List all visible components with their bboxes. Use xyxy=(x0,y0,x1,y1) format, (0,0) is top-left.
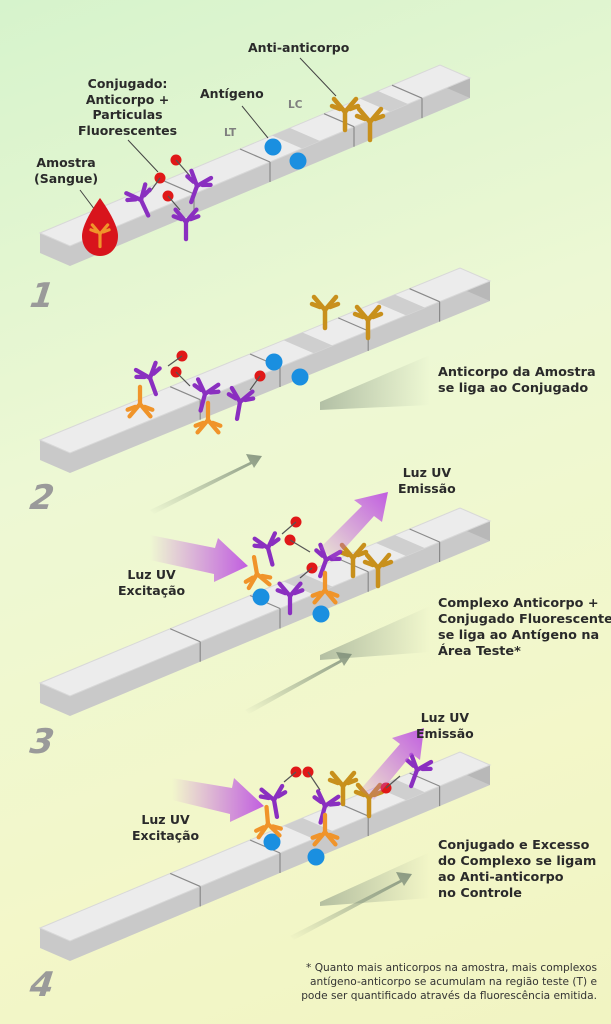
conjugate-antibody xyxy=(171,207,201,242)
uv-emission-label-4: Luz UV Emissão xyxy=(416,710,474,741)
conjugate-antibody xyxy=(226,385,256,421)
sample-antibody xyxy=(193,400,223,435)
antigen xyxy=(265,353,283,371)
conjugate-antibody xyxy=(312,789,341,825)
antigen xyxy=(291,368,309,386)
anti-antibody xyxy=(309,294,341,331)
caption-shadow xyxy=(320,852,430,906)
particle-linker xyxy=(249,375,261,391)
uv-excitation-label-4: Luz UV Excitação xyxy=(132,812,200,843)
strip-divider xyxy=(169,872,201,887)
particle-linker xyxy=(281,521,297,535)
control-line-band xyxy=(360,91,408,112)
strip-divider xyxy=(409,528,440,543)
conjugate-antibody xyxy=(185,168,214,205)
strip-divider xyxy=(239,148,271,163)
conjugado-leader xyxy=(127,139,159,173)
test-line-band xyxy=(283,573,333,595)
antigen xyxy=(263,833,281,851)
anti-antibody xyxy=(362,552,394,589)
particle-linker xyxy=(289,539,311,553)
antigen xyxy=(307,848,325,866)
test-line-band xyxy=(272,128,320,149)
antigen xyxy=(252,588,270,606)
conjugate-antibody xyxy=(405,752,434,789)
caption-shadow xyxy=(320,355,430,410)
footnote: * Quanto mais anticorpos na amostra, mai… xyxy=(301,962,597,1002)
antigeno-label: Antígeno xyxy=(200,86,264,101)
uv-emission-arrow xyxy=(360,728,424,800)
strip-divider xyxy=(169,386,201,401)
particle-linker xyxy=(307,771,321,791)
test-line-band xyxy=(283,332,333,354)
anti-antibody xyxy=(352,304,384,341)
antigen xyxy=(289,152,307,170)
conjugate-antibody xyxy=(275,581,305,616)
antigeno-leader xyxy=(241,105,269,139)
strip-divider xyxy=(169,628,201,643)
particle-linker xyxy=(167,355,183,367)
strip-divider xyxy=(337,317,369,332)
anti-antibody xyxy=(354,106,386,143)
particle-linker xyxy=(283,771,297,783)
conjugate-antibody xyxy=(258,783,288,819)
flow-arrow xyxy=(290,872,412,940)
strip-divider xyxy=(163,180,195,195)
uv-excitation-arrow xyxy=(150,535,248,582)
particle-linker xyxy=(175,371,191,387)
caption-shadow xyxy=(320,606,430,660)
lc-label: LC xyxy=(288,99,303,111)
uv-excitation-arrow xyxy=(172,778,264,822)
particle-linker xyxy=(175,159,191,177)
strip-divider xyxy=(323,113,355,128)
sample-antibody xyxy=(243,555,273,591)
particle-linker xyxy=(385,775,401,789)
control-line-band xyxy=(376,535,425,556)
strip-side xyxy=(40,765,490,961)
conjugate-antibody xyxy=(192,377,221,413)
sample-antibody xyxy=(310,570,340,605)
antigen xyxy=(264,138,282,156)
anti-antibody xyxy=(327,770,359,807)
flow-arrow xyxy=(245,652,352,714)
anti-antibody xyxy=(329,96,361,133)
amostra-label: Amostra (Sangue) xyxy=(34,155,99,186)
flow-arrow xyxy=(150,454,262,514)
uv-excitation-label-3: Luz UV Excitação xyxy=(118,567,186,598)
step4-caption: Conjugado e Excesso do Complexo se ligam… xyxy=(438,838,597,901)
sample-antibody xyxy=(310,812,340,847)
antigen xyxy=(312,605,330,623)
conjugate-antibody xyxy=(124,182,152,218)
strip-side xyxy=(40,78,470,266)
particle-linker xyxy=(167,195,181,211)
strip-divider xyxy=(391,84,423,99)
control-line-band xyxy=(376,294,425,316)
anti-anticorpo-leader xyxy=(299,57,337,97)
strip-divider xyxy=(409,288,440,303)
step2-caption: Anticorpo da Amostra se liga ao Conjugad… xyxy=(438,365,596,396)
uv-emission-label-3: Luz UV Emissão xyxy=(398,465,456,496)
step3-caption: Complexo Anticorpo + Conjugado Fluoresce… xyxy=(438,596,611,659)
sample-antibody xyxy=(254,804,283,840)
uv-emission-arrow xyxy=(320,492,388,560)
sample-antibody xyxy=(89,223,111,249)
conjugate-antibody xyxy=(133,360,162,397)
lt-label: LT xyxy=(224,127,237,139)
conjugado-label: Conjugado: Anticorpo + Particulas Fluore… xyxy=(78,76,178,138)
particle-linker xyxy=(299,567,313,579)
sample-antibody xyxy=(125,384,155,419)
conjugate-antibody xyxy=(252,531,281,567)
anti-anticorpo-label: Anti-anticorpo xyxy=(248,40,350,55)
blood-drop xyxy=(82,198,118,256)
